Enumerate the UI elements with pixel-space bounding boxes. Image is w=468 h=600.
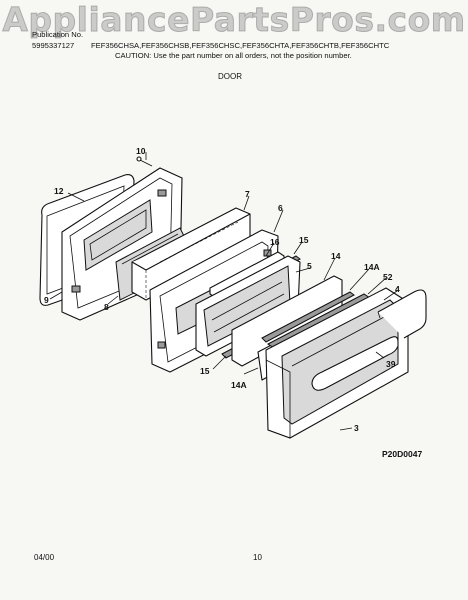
part-10-screw — [136, 156, 153, 167]
callout-14a-upper: 14A — [364, 262, 380, 272]
part-3-outer-door-panel — [265, 287, 409, 439]
callout-4: 4 — [395, 284, 400, 294]
section-title: DOOR — [218, 72, 242, 81]
callout-3: 3 — [354, 423, 359, 433]
part-4-door-handle — [377, 289, 427, 339]
callout-7: 7 — [245, 189, 250, 199]
callout-15-lower: 15 — [200, 366, 210, 376]
callout-15-upper: 15 — [299, 235, 309, 245]
callout-14: 14 — [331, 251, 341, 261]
callout-39: 39 — [386, 359, 396, 369]
callout-leaders — [49, 152, 398, 431]
callout-6: 6 — [278, 203, 283, 213]
callout-5: 5 — [307, 261, 312, 271]
part-7-insulation-baffle — [131, 207, 251, 301]
part-5-middle-glass — [195, 255, 301, 357]
callout-8: 8 — [104, 302, 109, 312]
callout-52: 52 — [383, 272, 393, 282]
callout-10: 10 — [136, 146, 146, 156]
footer-page-number: 10 — [253, 553, 262, 562]
caution-note: CAUTION: Use the part number on all orde… — [115, 51, 352, 60]
footer-date: 04/00 — [34, 553, 55, 562]
callout-12: 12 — [54, 186, 64, 196]
publication-number: 5995337127 — [32, 41, 75, 50]
diagram-code: P20D0047 — [382, 449, 423, 459]
callout-9: 9 — [44, 295, 49, 305]
callout-numbers: 10 12 7 6 16 15 5 14 14A 52 4 9 8 39 15 … — [44, 146, 400, 433]
callout-14a-lower: 14A — [231, 380, 247, 390]
model-list: FEF356CHSA,FEF356CHSB,FEF356CHSC,FEF356C… — [91, 41, 390, 50]
watermark-logo: AppliancePartsPros.com — [2, 0, 466, 40]
publication-label: Publication No. — [32, 30, 84, 39]
callout-16: 16 — [270, 237, 280, 247]
